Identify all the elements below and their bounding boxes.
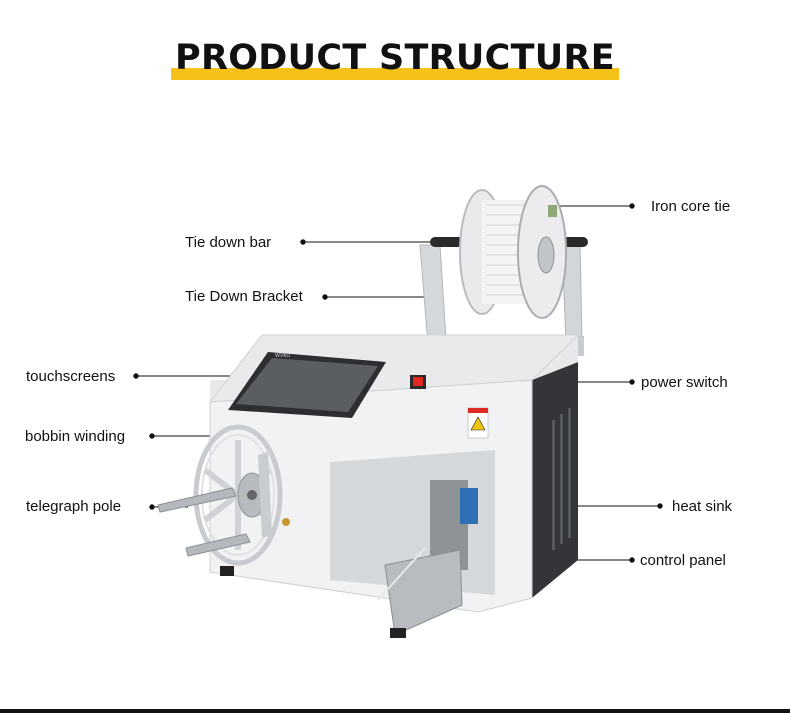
label-tie-down-bar: Tie down bar bbox=[185, 234, 272, 251]
machine-body: WVKO bbox=[208, 334, 580, 638]
label-tie-down-bracket: Tie Down Bracket bbox=[185, 288, 303, 305]
title-wrap: PRODUCT STRUCTURE bbox=[0, 38, 790, 80]
label-telegraph-pole: telegraph pole bbox=[26, 498, 122, 515]
label-bobbin-winding: bobbin winding bbox=[25, 428, 126, 445]
control-panel-shape bbox=[384, 549, 463, 636]
bottom-rule bbox=[0, 709, 790, 713]
telegraph-pole-shape bbox=[157, 487, 251, 557]
label-control-panel: control panel bbox=[640, 552, 726, 569]
label-power-switch: power switch bbox=[641, 374, 728, 391]
label-iron-core-tie: Iron core tie bbox=[651, 198, 731, 215]
label-touchscreens: touchscreens bbox=[26, 368, 116, 385]
page-title: PRODUCT STRUCTURE bbox=[171, 38, 619, 80]
screen-brand: WVKO bbox=[275, 353, 290, 359]
iron-core-tie-spool bbox=[459, 185, 567, 319]
label-heat-sink: heat sink bbox=[672, 498, 733, 515]
bobbin-winding-wheel bbox=[193, 424, 283, 566]
